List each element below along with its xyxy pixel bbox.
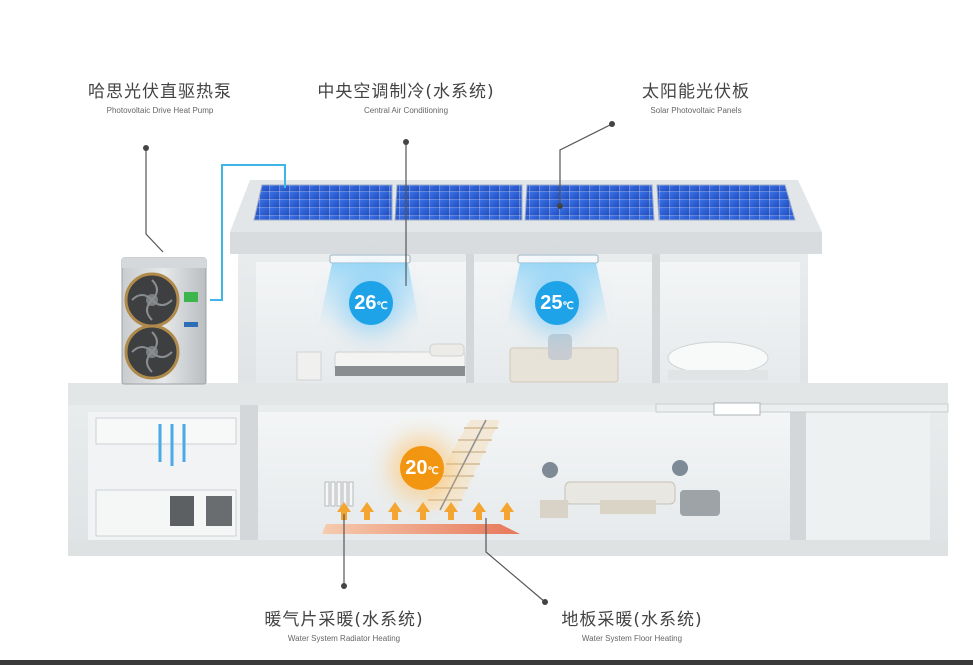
label-zh: 哈思光伏直驱热泵 [88, 82, 232, 102]
label-en: Photovoltaic Drive Heat Pump [106, 106, 214, 115]
temp-unit: ℃ [427, 465, 439, 477]
leader-line [485, 518, 546, 603]
water-pipe [210, 164, 286, 301]
leader-dots [143, 121, 615, 605]
label-floor-heating: 地板采暖(水系统) Water System Floor Heating [561, 612, 702, 643]
temp-unit: ℃ [562, 300, 574, 312]
heat-pump-unit [121, 257, 207, 385]
roof-fascia [230, 232, 822, 254]
floor-slab [68, 383, 948, 405]
heating-elements [322, 481, 520, 534]
label-radiator: 暖气片采暖(水系统) Water System Radiator Heating [264, 612, 423, 643]
label-central-ac: 中央空调制冷(水系统) Central Air Conditioning [317, 84, 494, 115]
ac-vent [329, 254, 411, 264]
nightstand [296, 351, 322, 381]
oven [170, 496, 194, 526]
label-zh: 中央空调制冷(水系统) [317, 82, 495, 102]
staircase [420, 419, 500, 511]
solar-panel [524, 184, 655, 221]
solar-panel [253, 184, 393, 221]
status-display [184, 292, 198, 302]
temp-unit: ℃ [376, 300, 388, 312]
chair [548, 334, 572, 360]
kitchen-airflow [158, 424, 186, 466]
upper-cabinets [95, 417, 237, 445]
temp-value: 20 [405, 456, 428, 479]
leader-line [145, 148, 164, 253]
solar-panel [656, 184, 796, 221]
coffee-table [600, 500, 656, 514]
solar-panel-array [253, 184, 796, 221]
living-room [258, 412, 790, 540]
heat-arrows [337, 502, 514, 520]
label-zh: 暖气片采暖(水系统) [264, 610, 424, 630]
label-en: Solar Photovoltaic Panels [650, 106, 742, 115]
temp-badge-study: 25℃ [535, 281, 579, 325]
label-en: Central Air Conditioning [363, 106, 449, 115]
temp-value: 26 [354, 291, 377, 314]
temp-value: 25 [540, 291, 563, 314]
label-zh: 地板采暖(水系统) [561, 610, 703, 630]
bathtub [667, 341, 769, 375]
radiator [324, 481, 354, 507]
label-en: Water System Floor Heating [581, 634, 683, 643]
label-heat-pump: 哈思光伏直驱热泵 Photovoltaic Drive Heat Pump [88, 84, 232, 115]
floor-heating-zone [322, 524, 520, 534]
armchair [680, 490, 720, 516]
kitchen-furniture [95, 417, 237, 537]
leader-line [559, 123, 613, 206]
temp-badge-hall: 20℃ [400, 446, 444, 490]
living-furniture [540, 460, 720, 518]
leader-lines [145, 123, 613, 603]
label-en: Water System Radiator Heating [287, 634, 401, 643]
side-room [806, 412, 930, 540]
ac-vent [517, 254, 599, 264]
bottom-edge-bar [0, 660, 973, 665]
upper-furniture [296, 334, 769, 383]
label-solar-panels: 太阳能光伏板 Solar Photovoltaic Panels [642, 84, 750, 115]
solar-panel [394, 184, 523, 221]
label-zh: 太阳能光伏板 [642, 82, 750, 102]
temp-badge-bedroom: 26℃ [349, 281, 393, 325]
